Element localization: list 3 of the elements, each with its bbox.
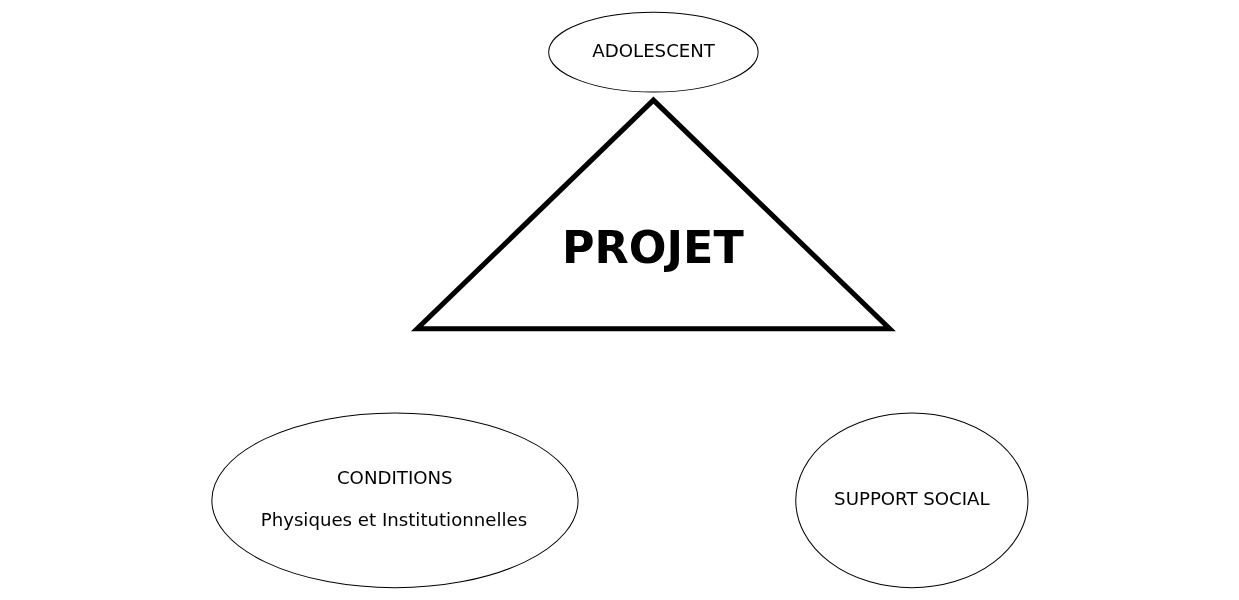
node-ellipse: CONDITIONS Physiques et Institutionnelles xyxy=(210,412,579,589)
node-ellipse: ADOLESCENT xyxy=(547,11,759,93)
node-ellipse: SUPPORT SOCIAL xyxy=(794,412,1028,589)
